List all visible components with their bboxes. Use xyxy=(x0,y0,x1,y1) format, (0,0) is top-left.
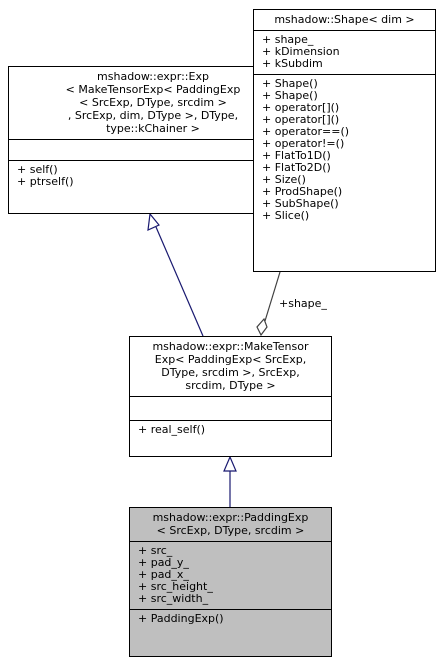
class-exp-title-line: < MakeTensorExp< PaddingExp xyxy=(65,83,241,96)
attribute-item: + kSubdim xyxy=(262,57,323,70)
class-padding-exp-attributes: + src_ + pad_y_ + pad_x_ + src_height_ +… xyxy=(130,541,331,609)
class-exp-attributes xyxy=(9,139,297,160)
method-item: + Slice() xyxy=(262,209,310,222)
method-item: + Size() xyxy=(262,173,306,186)
method-item: + Shape() xyxy=(262,77,318,90)
attribute-item: + src_height_ xyxy=(138,580,213,593)
method-item: + operator!=() xyxy=(262,137,345,150)
method-item: + SubShape() xyxy=(262,197,339,210)
class-padding-exp[interactable]: mshadow::expr::PaddingExp < SrcExp, DTyp… xyxy=(129,507,332,657)
method-item: + FlatTo1D() xyxy=(262,149,331,162)
class-make-tensor-exp[interactable]: mshadow::expr::MakeTensor Exp< PaddingEx… xyxy=(129,336,332,457)
class-shape[interactable]: mshadow::Shape< dim > + shape_ + kDimens… xyxy=(253,9,436,272)
class-shape-methods: + Shape() + Shape() + operator[]() + ope… xyxy=(254,74,435,226)
attribute-item: + pad_y_ xyxy=(138,556,189,569)
method-item: + real_self() xyxy=(138,423,206,436)
class-shape-title-line: mshadow::Shape< dim > xyxy=(274,13,415,26)
attribute-item: + pad_x_ xyxy=(138,568,189,581)
class-make-tensor-exp-attributes xyxy=(130,396,331,420)
class-padding-exp-methods: + PaddingExp() xyxy=(130,609,331,629)
method-item: + PaddingExp() xyxy=(138,612,224,625)
attribute-item: + src_width_ xyxy=(138,592,209,605)
class-exp-title-line: type::kChainer > xyxy=(106,122,200,135)
class-make-tensor-exp-title-line: Exp< PaddingExp< SrcExp, xyxy=(154,353,307,366)
class-exp-title: mshadow::expr::Exp < MakeTensorExp< Padd… xyxy=(9,67,297,139)
class-make-tensor-exp-title: mshadow::expr::MakeTensor Exp< PaddingEx… xyxy=(130,337,331,396)
aggregation-diamond xyxy=(256,317,268,337)
inheritance-arrowhead-maketensor xyxy=(223,455,237,472)
class-make-tensor-exp-title-line: mshadow::expr::MakeTensor xyxy=(152,340,309,353)
class-padding-exp-title-line: < SrcExp, DType, srcdim > xyxy=(156,524,305,537)
aggregation-label-shape: +shape_ xyxy=(279,297,327,310)
class-exp-title-line: mshadow::expr::Exp xyxy=(97,70,209,83)
inheritance-arrowhead-exp xyxy=(147,212,160,231)
attribute-item: + src_ xyxy=(138,544,173,557)
class-shape-attributes: + shape_ + kDimension + kSubdim xyxy=(254,30,435,74)
class-padding-exp-title: mshadow::expr::PaddingExp < SrcExp, DTyp… xyxy=(130,508,331,541)
method-item: + ProdShape() xyxy=(262,185,343,198)
method-item: + FlatTo2D() xyxy=(262,161,331,174)
method-item: + self() xyxy=(17,163,58,176)
class-exp[interactable]: mshadow::expr::Exp < MakeTensorExp< Padd… xyxy=(8,66,298,214)
attribute-item: + kDimension xyxy=(262,45,340,58)
class-make-tensor-exp-methods: + real_self() xyxy=(130,420,331,440)
class-make-tensor-exp-title-line: srcdim, DType > xyxy=(185,379,276,392)
class-shape-title: mshadow::Shape< dim > xyxy=(254,10,435,30)
class-exp-methods: + self() + ptrself() xyxy=(9,160,297,192)
class-make-tensor-exp-title-line: DType, srcdim >, SrcExp, xyxy=(161,366,300,379)
method-item: + operator==() xyxy=(262,125,350,138)
attribute-item: + shape_ xyxy=(262,33,314,46)
method-item: + operator[]() xyxy=(262,101,340,114)
method-item: + Shape() xyxy=(262,89,318,102)
method-item: + ptrself() xyxy=(17,175,74,188)
class-exp-title-line: < SrcExp, DType, srcdim > xyxy=(79,96,227,109)
class-exp-title-line: , SrcExp, dim, DType >, DType, xyxy=(67,109,239,122)
method-item: + operator[]() xyxy=(262,113,340,126)
aggregation-edge-shape xyxy=(264,271,281,322)
inheritance-edge-maketensor-to-exp xyxy=(155,226,204,337)
class-padding-exp-title-line: mshadow::expr::PaddingExp xyxy=(152,511,309,524)
